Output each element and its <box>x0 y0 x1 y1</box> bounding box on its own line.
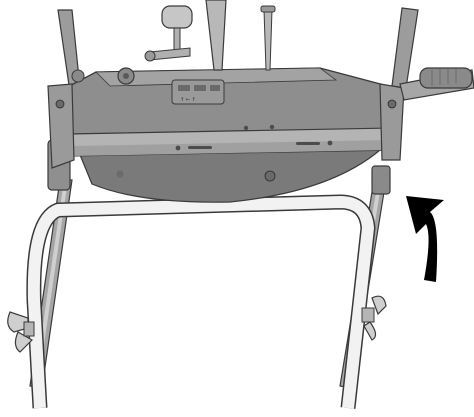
hand-crank-icon <box>144 5 193 62</box>
left-knob <box>71 69 85 83</box>
right-wing-nut <box>361 295 387 341</box>
curved-arrow-icon <box>406 196 444 282</box>
left-wing-nut <box>7 311 35 353</box>
right-handle <box>399 67 474 101</box>
lower-loop-frame <box>26 194 376 409</box>
main-body: ↑ ← ↑ <box>47 67 405 203</box>
upper-tubes <box>205 0 276 71</box>
control-panel-label: ↑ ← ↑ <box>180 97 196 103</box>
